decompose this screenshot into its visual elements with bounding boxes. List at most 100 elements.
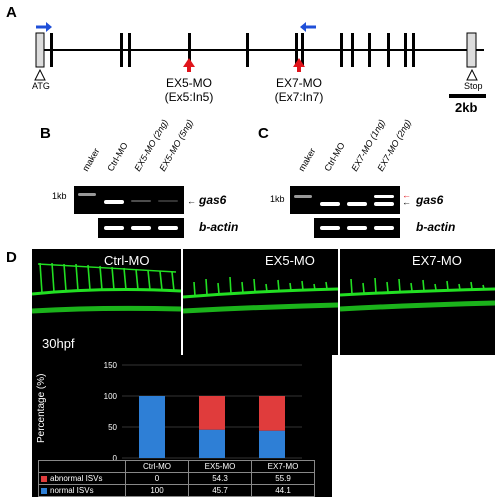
gel-b-band-ex5-5ng bbox=[158, 200, 178, 202]
scale-label: 2kb bbox=[455, 100, 478, 115]
exon-13 bbox=[412, 33, 415, 67]
table-cell: 0 bbox=[125, 472, 189, 485]
table-cell: 44.1 bbox=[251, 484, 315, 497]
bar-segment-normal bbox=[139, 396, 165, 458]
gel-c-black-arrow-icon: ← bbox=[402, 197, 411, 207]
y-tick-label: 0 bbox=[113, 454, 118, 463]
ex5-mo-arrow-head bbox=[183, 58, 195, 67]
legend-label-normal: normal ISVs bbox=[50, 486, 94, 495]
ex5-mo-name: EX5-MO bbox=[165, 76, 212, 90]
forward-primer-head bbox=[46, 22, 52, 32]
y-tick-label: 100 bbox=[104, 392, 118, 401]
table-cell: 54.3 bbox=[188, 472, 252, 485]
ex5-image-label: EX5-MO bbox=[265, 253, 315, 268]
image-ex5-mo: EX5-MO bbox=[183, 249, 338, 355]
exon-utr-3 bbox=[466, 32, 477, 68]
table-header-row: Ctrl-MO EX5-MO EX7-MO bbox=[38, 460, 315, 473]
gel-b-actin-band-3 bbox=[158, 226, 178, 230]
gel-c-gene-label: gas6 bbox=[416, 193, 444, 207]
gel-b-arrow-icon: ← bbox=[187, 196, 196, 206]
ex7-vessels-drawing bbox=[340, 277, 495, 312]
gel-c-band-ctrl bbox=[320, 202, 340, 206]
ex7-mo-label: EX7-MO (Ex7:In7) bbox=[269, 76, 329, 104]
gel-b-band-marker bbox=[78, 193, 96, 196]
gel-c-band-marker bbox=[294, 195, 312, 198]
gel-c-lane-label-2: Ctrl-MO bbox=[322, 140, 347, 173]
gel-b-marker-label: 1kb bbox=[52, 191, 67, 201]
isv-chart-panel: 0 50 100 150 Percentage (%) Ctrl-MO EX5-MO … bbox=[32, 355, 332, 497]
gel-b-gene-label: gas6 bbox=[199, 193, 227, 207]
stop-label: Stop bbox=[464, 81, 483, 91]
gel-c-band-ex7-2ng-upper bbox=[374, 195, 394, 198]
table-row-label: normal ISVs bbox=[38, 484, 126, 497]
y-tick-label: 150 bbox=[104, 361, 118, 370]
legend-label-abnormal: abnormal ISVs bbox=[50, 474, 103, 483]
exon-12 bbox=[404, 33, 407, 67]
gel-c-actin-band-2 bbox=[347, 226, 367, 230]
reverse-primer-head bbox=[300, 22, 306, 32]
chart-bars bbox=[139, 396, 285, 458]
table-row-abnormal: abnormal ISVs 0 54.3 55.9 bbox=[38, 472, 315, 485]
gel-b-lane-label-1: maker bbox=[80, 146, 102, 173]
gel-b-actin bbox=[98, 218, 184, 238]
exon-10 bbox=[368, 33, 371, 67]
gene-structure-diagram bbox=[34, 22, 486, 98]
table-header-cat: EX7-MO bbox=[251, 460, 315, 473]
gel-c-gas6 bbox=[290, 186, 400, 214]
chart-y-ticks: 0 50 100 150 bbox=[104, 361, 118, 463]
atg-label: ATG bbox=[32, 81, 50, 91]
chart-y-axis-label: Percentage (%) bbox=[36, 373, 47, 443]
ex7-mo-name: EX7-MO bbox=[275, 76, 322, 90]
exon-2 bbox=[120, 33, 123, 67]
bar-segment-normal bbox=[199, 429, 225, 458]
ex7-image-label: EX7-MO bbox=[412, 253, 462, 268]
gel-b-band-ctrl bbox=[104, 200, 124, 204]
ex5-mo-arrow-shaft bbox=[187, 66, 191, 72]
gel-c-lane-label-1: maker bbox=[296, 146, 318, 173]
exon-3 bbox=[128, 33, 131, 67]
y-tick-label: 50 bbox=[108, 423, 117, 432]
ex5-mo-label: EX5-MO (Ex5:In5) bbox=[159, 76, 219, 104]
legend-swatch-abnormal bbox=[41, 475, 47, 482]
gel-c-control-label: b-actin bbox=[416, 220, 456, 234]
gel-c-band-ex7-1ng bbox=[347, 202, 367, 206]
gel-c-actin bbox=[314, 218, 400, 238]
ex5-vessels-drawing bbox=[183, 276, 338, 314]
gel-c-red-arrow-icon: ← bbox=[402, 190, 411, 200]
panel-label-b: B bbox=[40, 125, 51, 142]
exon-7b bbox=[301, 33, 304, 67]
table-cell: 45.7 bbox=[188, 484, 252, 497]
ctrl-image-label: Ctrl-MO bbox=[104, 253, 150, 268]
stage-label: 30hpf bbox=[42, 336, 75, 351]
legend-swatch-normal bbox=[41, 487, 47, 494]
scale-bar bbox=[449, 94, 486, 98]
isv-stacked-bar-chart: 0 50 100 150 bbox=[104, 361, 302, 463]
exon-utr-5 bbox=[35, 32, 45, 68]
gel-b-gas6 bbox=[74, 186, 184, 214]
image-ctrl-mo: Ctrl-MO 30hpf bbox=[32, 249, 181, 355]
chart-data-table: Ctrl-MO EX5-MO EX7-MO abnormal ISVs 0 54… bbox=[38, 460, 315, 497]
gel-b-lane-label-2: Ctrl-MO bbox=[105, 140, 130, 173]
panel-label-a: A bbox=[6, 4, 17, 21]
ctrl-vessels-drawing bbox=[32, 262, 181, 314]
table-corner-cell bbox=[38, 460, 126, 473]
gel-b-control-label: b-actin bbox=[199, 220, 239, 234]
ex7-mo-site: (Ex7:In7) bbox=[274, 90, 324, 104]
gel-b-band-ex5-2ng bbox=[131, 200, 151, 202]
exon-1 bbox=[50, 33, 53, 67]
table-cell: 55.9 bbox=[251, 472, 315, 485]
table-row-label: abnormal ISVs bbox=[38, 472, 126, 485]
table-header-cat: EX5-MO bbox=[188, 460, 252, 473]
table-row-normal: normal ISVs 100 45.7 44.1 bbox=[38, 484, 315, 497]
bar-segment-abnormal bbox=[259, 396, 285, 431]
atg-triangle-icon bbox=[34, 68, 46, 81]
exon-9 bbox=[351, 33, 354, 67]
gel-c-actin-band-1 bbox=[320, 226, 340, 230]
exon-6 bbox=[246, 33, 249, 67]
panel-label-c: C bbox=[258, 125, 269, 142]
gel-c-band-ex7-2ng-lower bbox=[374, 202, 394, 206]
table-cell: 100 bbox=[125, 484, 189, 497]
exon-7a bbox=[295, 33, 298, 67]
gel-c-marker-label: 1kb bbox=[270, 194, 285, 204]
exon-11 bbox=[387, 33, 390, 67]
